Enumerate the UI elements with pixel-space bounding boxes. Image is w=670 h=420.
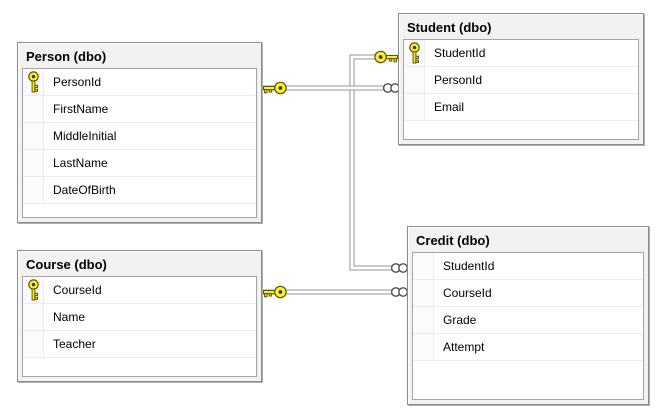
column-name: Attempt xyxy=(443,340,485,354)
key-icon xyxy=(27,279,39,301)
table-course[interactable]: Course (dbo) CourseId Name xyxy=(17,250,262,382)
column-name: Email xyxy=(434,100,465,114)
icon-cell xyxy=(413,307,434,333)
icon-cell xyxy=(413,253,434,279)
infinity-icon xyxy=(390,263,408,273)
infinity-icon xyxy=(390,287,408,297)
column-name: StudentId xyxy=(443,259,495,273)
key-icon xyxy=(262,285,287,299)
icon-cell xyxy=(404,94,425,120)
table-row[interactable]: DateOfBirth xyxy=(23,177,256,204)
table-column-grid: CourseId Name Teacher xyxy=(22,276,257,377)
key-icon xyxy=(262,81,287,95)
table-person[interactable]: Person (dbo) PersonId FirstName xyxy=(17,42,262,223)
column-name: Name xyxy=(53,310,86,324)
icon-cell xyxy=(23,150,44,176)
table-row[interactable]: StudentId xyxy=(413,253,643,280)
key-icon xyxy=(27,71,39,93)
icon-cell xyxy=(23,304,44,330)
icon-cell xyxy=(23,96,44,122)
column-name: PersonId xyxy=(53,75,102,89)
table-title: Person (dbo) xyxy=(26,49,107,64)
table-title: Student (dbo) xyxy=(407,20,492,35)
column-name: CourseId xyxy=(53,283,102,297)
column-name: FirstName xyxy=(53,102,109,116)
table-row[interactable]: Email xyxy=(404,94,638,121)
table-column-grid: StudentId CourseId Grade Attempt xyxy=(412,252,644,400)
icon-cell xyxy=(23,331,44,357)
table-row[interactable]: Grade xyxy=(413,307,643,334)
primary-key-cell xyxy=(23,277,44,303)
column-name: LastName xyxy=(53,156,108,170)
column-name: Grade xyxy=(443,313,477,327)
icon-cell xyxy=(23,123,44,149)
key-icon xyxy=(374,50,399,64)
table-row[interactable]: CourseId xyxy=(23,277,256,304)
table-row[interactable]: CourseId xyxy=(413,280,643,307)
relationship-student-credit[interactable] xyxy=(349,54,405,271)
key-icon xyxy=(408,42,420,64)
column-name: PersonId xyxy=(434,73,483,87)
table-student[interactable]: Student (dbo) StudentId PersonId xyxy=(398,13,644,145)
table-row[interactable]: Attempt xyxy=(413,334,643,361)
table-row[interactable]: Name xyxy=(23,304,256,331)
table-row[interactable]: Teacher xyxy=(23,331,256,358)
table-title: Credit (dbo) xyxy=(416,233,490,248)
column-name: StudentId xyxy=(434,46,486,60)
table-row[interactable]: StudentId xyxy=(404,40,638,67)
column-name: MiddleInitial xyxy=(53,129,117,143)
table-row[interactable]: FirstName xyxy=(23,96,256,123)
primary-key-cell xyxy=(404,40,425,66)
table-row[interactable]: PersonId xyxy=(404,67,638,94)
table-row[interactable]: MiddleInitial xyxy=(23,123,256,150)
infinity-icon xyxy=(382,83,400,93)
icon-cell xyxy=(404,67,425,93)
table-row[interactable]: LastName xyxy=(23,150,256,177)
table-title: Course (dbo) xyxy=(26,257,107,272)
icon-cell xyxy=(413,280,434,306)
primary-key-cell xyxy=(23,69,44,95)
column-name: Teacher xyxy=(53,337,96,351)
icon-cell xyxy=(413,334,434,360)
table-credit[interactable]: Credit (dbo) StudentId CourseId Grade At… xyxy=(407,226,649,405)
column-name: CourseId xyxy=(443,286,492,300)
column-name: DateOfBirth xyxy=(53,183,116,197)
relationship-line-core xyxy=(350,55,405,270)
table-row[interactable]: PersonId xyxy=(23,69,256,96)
table-column-grid: PersonId FirstName MiddleInitial LastNam… xyxy=(22,68,257,218)
table-column-grid: StudentId PersonId Email xyxy=(403,39,639,140)
icon-cell xyxy=(23,177,44,203)
